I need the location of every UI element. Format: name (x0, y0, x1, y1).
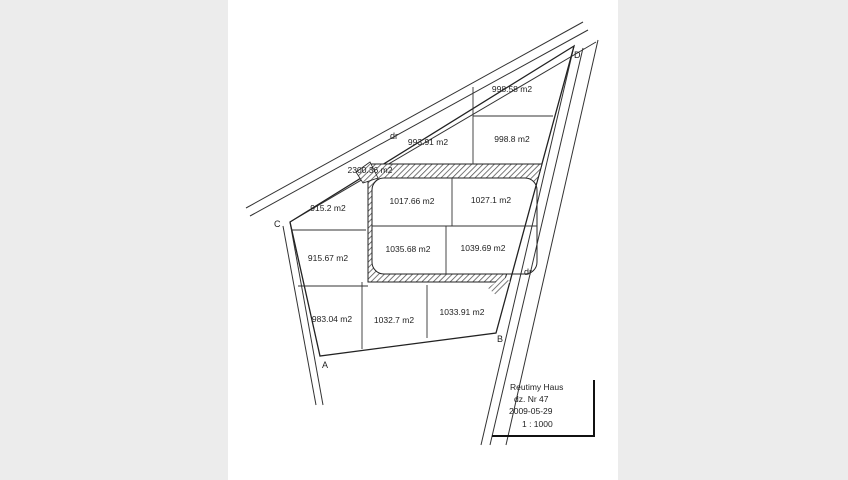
stamp-line-4: 1 : 1000 (522, 419, 553, 429)
stamp-line-1: Reutimy Haus (510, 382, 563, 392)
north-road-label: dr (390, 131, 398, 141)
parcel-divisions (291, 87, 553, 349)
plot-area-label: 998.58 m2 (492, 84, 532, 94)
stamp-line-3: 2009-05-29 (509, 406, 553, 416)
title-block: Reutimy Haus dz. Nr 47 2009-05-29 1 : 10… (492, 380, 595, 437)
plot-area-label: 1033.91 m2 (440, 307, 485, 317)
corner-label-c: C (274, 219, 281, 229)
plot-area-label: 915.67 m2 (308, 253, 348, 263)
site-outline (289, 44, 576, 357)
stamp-line-2: dz. Nr 47 (514, 394, 549, 404)
north-road-lines (245, 21, 597, 223)
corner-label-d: D (574, 50, 581, 60)
corner-label-b: B (497, 334, 503, 344)
plot-area-label: 915.2 m2 (310, 203, 346, 213)
plot-area-label: 1027.1 m2 (471, 195, 511, 205)
plot-area-label: 1017.66 m2 (390, 196, 435, 206)
plot-area-label: 1035.68 m2 (386, 244, 431, 254)
plot-area-label: 993.91 m2 (408, 137, 448, 147)
plan-sheet: 998.58 m2 993.91 m2 998.8 m2 915.2 m2 10… (228, 0, 618, 480)
plot-area-label: 998.8 m2 (494, 134, 530, 144)
west-boundary-lines (282, 221, 324, 406)
site-plan-drawing: 998.58 m2 993.91 m2 998.8 m2 915.2 m2 10… (245, 21, 599, 446)
plot-area-label: 983.04 m2 (312, 314, 352, 324)
road-area-label: 2300.36 m2 (348, 165, 393, 175)
internal-road-ring (355, 161, 543, 295)
corner-label-a: A (322, 360, 328, 370)
plot-area-label: 1039.69 m2 (461, 243, 506, 253)
east-road-label: dr (524, 267, 532, 277)
plot-area-label: 1032.7 m2 (374, 315, 414, 325)
